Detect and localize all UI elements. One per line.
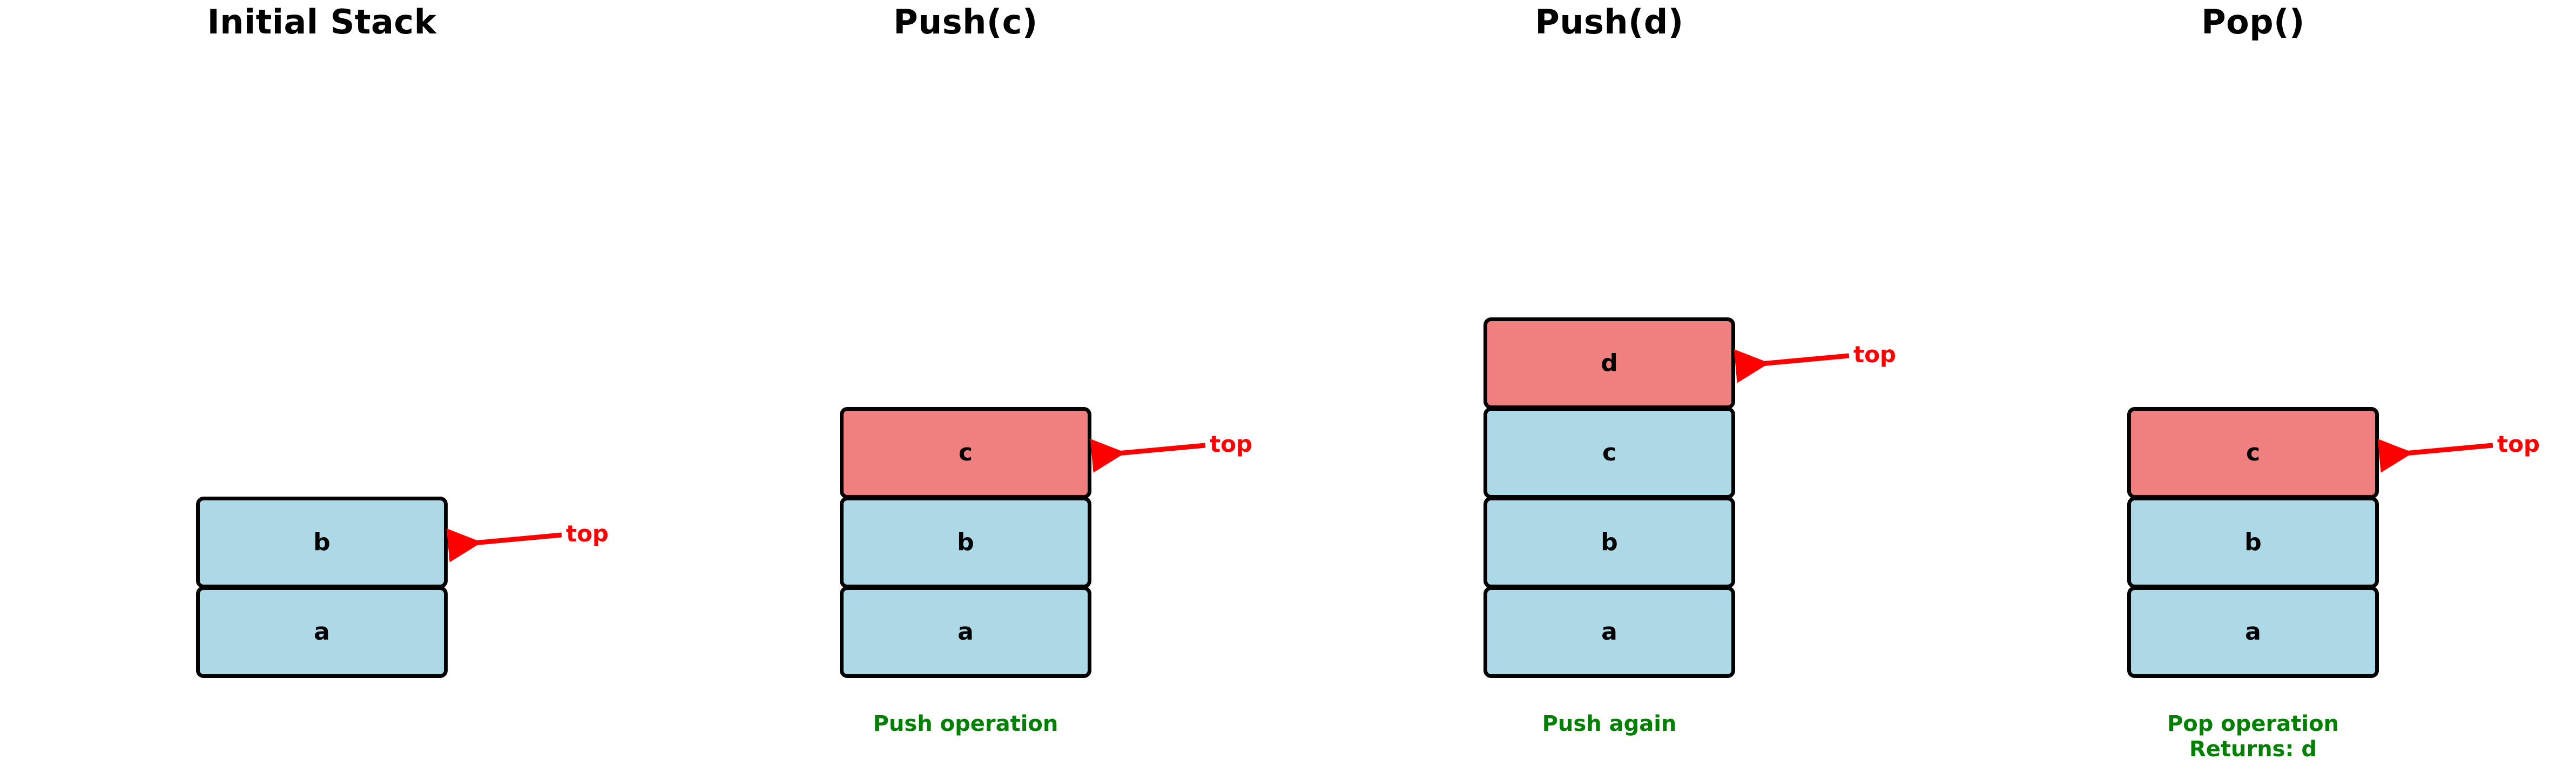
top-pointer-label: top: [1853, 341, 1896, 368]
stack-column: c top b a: [840, 407, 1252, 678]
stack-cell-label: c: [958, 439, 973, 466]
arrow-left-icon: [1734, 349, 1850, 383]
stack-cell-label: a: [1601, 618, 1617, 646]
top-pointer-label: top: [566, 520, 609, 547]
top-pointer: top: [2377, 427, 2541, 479]
stack-cell[interactable]: b: [1483, 497, 1735, 588]
stack-cell-top[interactable]: c top: [2127, 407, 2540, 499]
stack-cell[interactable]: a: [1483, 586, 1735, 678]
arrow-left-icon: [1090, 438, 1206, 473]
panel-title: Pop(): [2201, 2, 2305, 42]
top-pointer: top: [446, 517, 610, 568]
stack-column: d top c b: [1483, 317, 1896, 678]
panel-push-d: Push(d) d top c: [1287, 0, 1931, 780]
top-pointer-label: top: [2497, 431, 2540, 457]
stack-cell-top[interactable]: d top: [1483, 317, 1896, 409]
stack-cell-label: b: [313, 528, 331, 556]
panel-push-c: Push(c) c top b: [644, 0, 1287, 780]
panel-title: Push(c): [893, 2, 1038, 42]
stack-cell-label: a: [957, 618, 974, 646]
stack-cell-top[interactable]: b top: [196, 497, 609, 588]
top-pointer: top: [1734, 337, 1898, 389]
panel-caption: Push again: [1542, 711, 1677, 736]
stack-cell[interactable]: b: [840, 497, 1091, 588]
panel-title: Push(d): [1535, 2, 1684, 42]
stack-cell-label: a: [314, 618, 330, 646]
stack-cell-label: a: [2245, 618, 2261, 646]
stack-cell[interactable]: b: [2127, 497, 2379, 588]
stack-column: c top b a: [2127, 407, 2540, 678]
panel-pop: Pop() c top b: [1931, 0, 2575, 780]
stack-cell[interactable]: a: [196, 586, 448, 678]
top-pointer: top: [1090, 427, 1254, 479]
stack-cell-label: b: [2244, 528, 2262, 556]
panel-initial-stack: Initial Stack b top: [0, 0, 644, 780]
stack-column: b top a: [196, 497, 609, 678]
stack-cell-label: b: [1601, 528, 1618, 556]
panel-title: Initial Stack: [207, 2, 437, 42]
stack-cell[interactable]: a: [840, 586, 1091, 678]
stack-cell-label: d: [1601, 349, 1618, 377]
panel-caption: Pop operation Returns: d: [2167, 711, 2339, 762]
top-pointer-label: top: [1210, 431, 1252, 457]
arrow-left-icon: [446, 528, 562, 562]
stack-cell-label: b: [957, 528, 974, 556]
stack-cell-label: c: [2245, 439, 2261, 466]
stack-cell[interactable]: c: [1483, 407, 1735, 499]
stack-cell-label: c: [1602, 439, 1617, 466]
panel-caption: Push operation: [873, 711, 1058, 736]
arrow-left-icon: [2377, 438, 2493, 473]
stack-cell-top[interactable]: c top: [840, 407, 1252, 499]
stack-cell[interactable]: a: [2127, 586, 2379, 678]
